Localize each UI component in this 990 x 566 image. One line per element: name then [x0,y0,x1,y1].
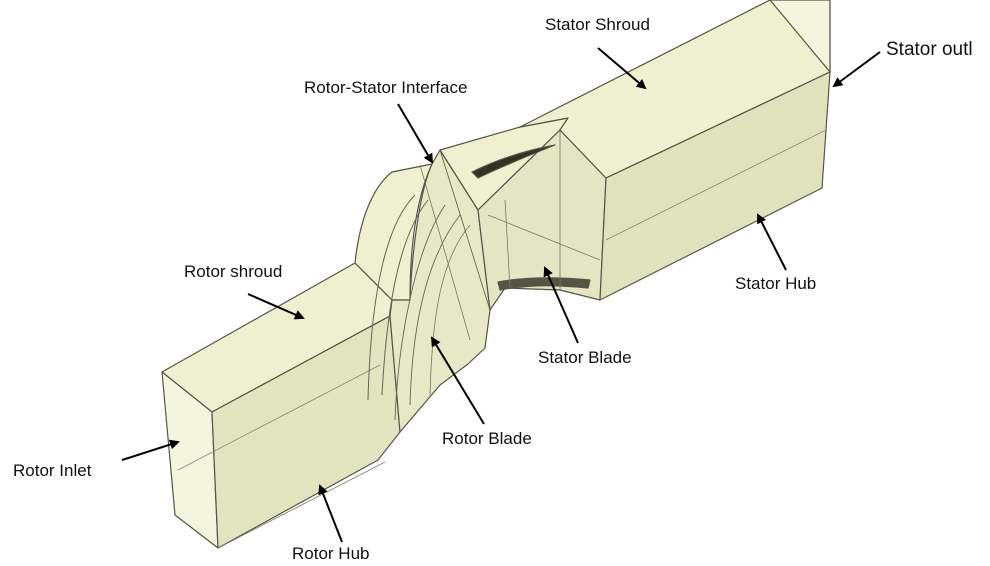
label-stator-shroud: Stator Shroud [545,15,650,34]
rotor-inlet-block [161,262,401,549]
arrow-stator-shroud [597,47,647,90]
rotor-blade-region [354,149,491,433]
arrow-rotor-shroud [247,293,305,320]
stator-blade-slot-bottom [497,277,591,291]
label-rotor-shroud: Rotor shroud [184,262,283,281]
arrow-rotor-stator-interface [397,103,434,164]
arrow-stator-hub [757,213,787,271]
label-rotor-inlet: Rotor Inlet [13,461,92,480]
arrow-rotor-hub [318,484,343,543]
stator-blade-slot-top [471,144,556,179]
label-stator-hub: Stator Hub [735,274,817,293]
stator-outlet-face [769,0,831,73]
label-stator-outlet: Stator outl [886,39,973,60]
label-rotor-stator-interface: Rotor-Stator Interface [304,78,468,97]
callout-arrows [121,47,881,543]
label-rotor-hub: Rotor Hub [292,544,370,563]
rotor-hub-face [211,315,401,549]
arrow-stator-outlet [832,51,881,88]
label-rotor-blade: Rotor Blade [442,429,532,448]
arrow-stator-blade [543,266,579,344]
arrow-rotor-inlet [121,439,180,461]
label-stator-blade: Stator Blade [538,348,632,367]
stator-middle-block [439,117,607,311]
stator-outlet-block [519,0,831,301]
arrow-rotor-blade [430,336,485,425]
